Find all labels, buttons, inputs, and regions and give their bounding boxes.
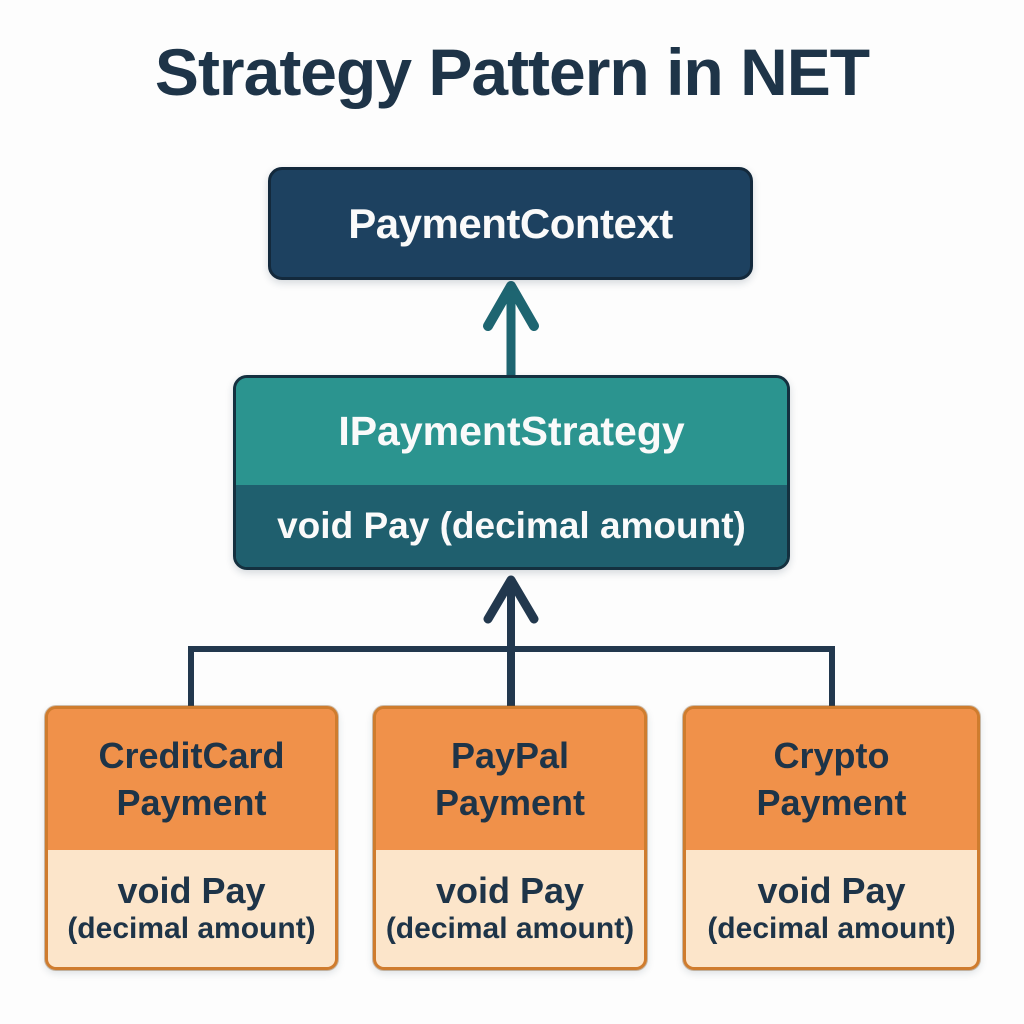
strategy-name-section: Crypto Payment [686,709,977,850]
interface-name-label: IPaymentStrategy [338,408,685,454]
strategy-name-line2: Payment [116,781,267,823]
strategy-method-line2: (decimal amount) [385,912,635,946]
strategy-method-line1: void Pay [757,869,906,911]
interface-method-label: void Pay (decimal amount) [277,505,746,546]
up-arrow-icon-interface-to-context [483,281,539,375]
up-arrow-icon-strategies-to-interface [188,575,835,708]
strategy-name-line1: Crypto [773,734,890,776]
strategy-name-line1: PayPal [450,734,570,776]
strategy-method-line1: void Pay [117,869,266,911]
strategy-box-crypto-payment: Crypto Payment void Pay (decimal amount) [683,706,980,970]
strategy-method-line2: (decimal amount) [707,912,956,946]
strategy-box-paypal-payment: PayPal Payment void Pay (decimal amount) [373,706,647,970]
diagram-title: Strategy Pattern in NET [154,35,870,109]
interface-method-section: void Pay (decimal amount) [236,485,787,567]
strategy-method-section: void Pay (decimal amount) [48,850,335,967]
strategy-name-line2: Payment [434,781,586,823]
payment-strategy-interface-box: IPaymentStrategy void Pay (decimal amoun… [233,375,790,570]
strategy-method-line1: void Pay [435,869,585,911]
strategy-name-section: CreditCard Payment [48,709,335,850]
strategy-method-section: void Pay (decimal amount) [376,850,644,967]
strategy-name-line2: Payment [756,781,907,823]
payment-context-label: PaymentContext [348,199,673,247]
strategy-box-creditcard-payment: CreditCard Payment void Pay (decimal amo… [45,706,338,970]
strategy-method-line2: (decimal amount) [67,912,316,946]
strategy-name-line1: CreditCard [98,734,285,776]
interface-name-section: IPaymentStrategy [236,378,787,485]
strategy-name-section: PayPal Payment [376,709,644,850]
payment-context-box: PaymentContext [268,167,753,280]
strategy-method-section: void Pay (decimal amount) [686,850,977,967]
